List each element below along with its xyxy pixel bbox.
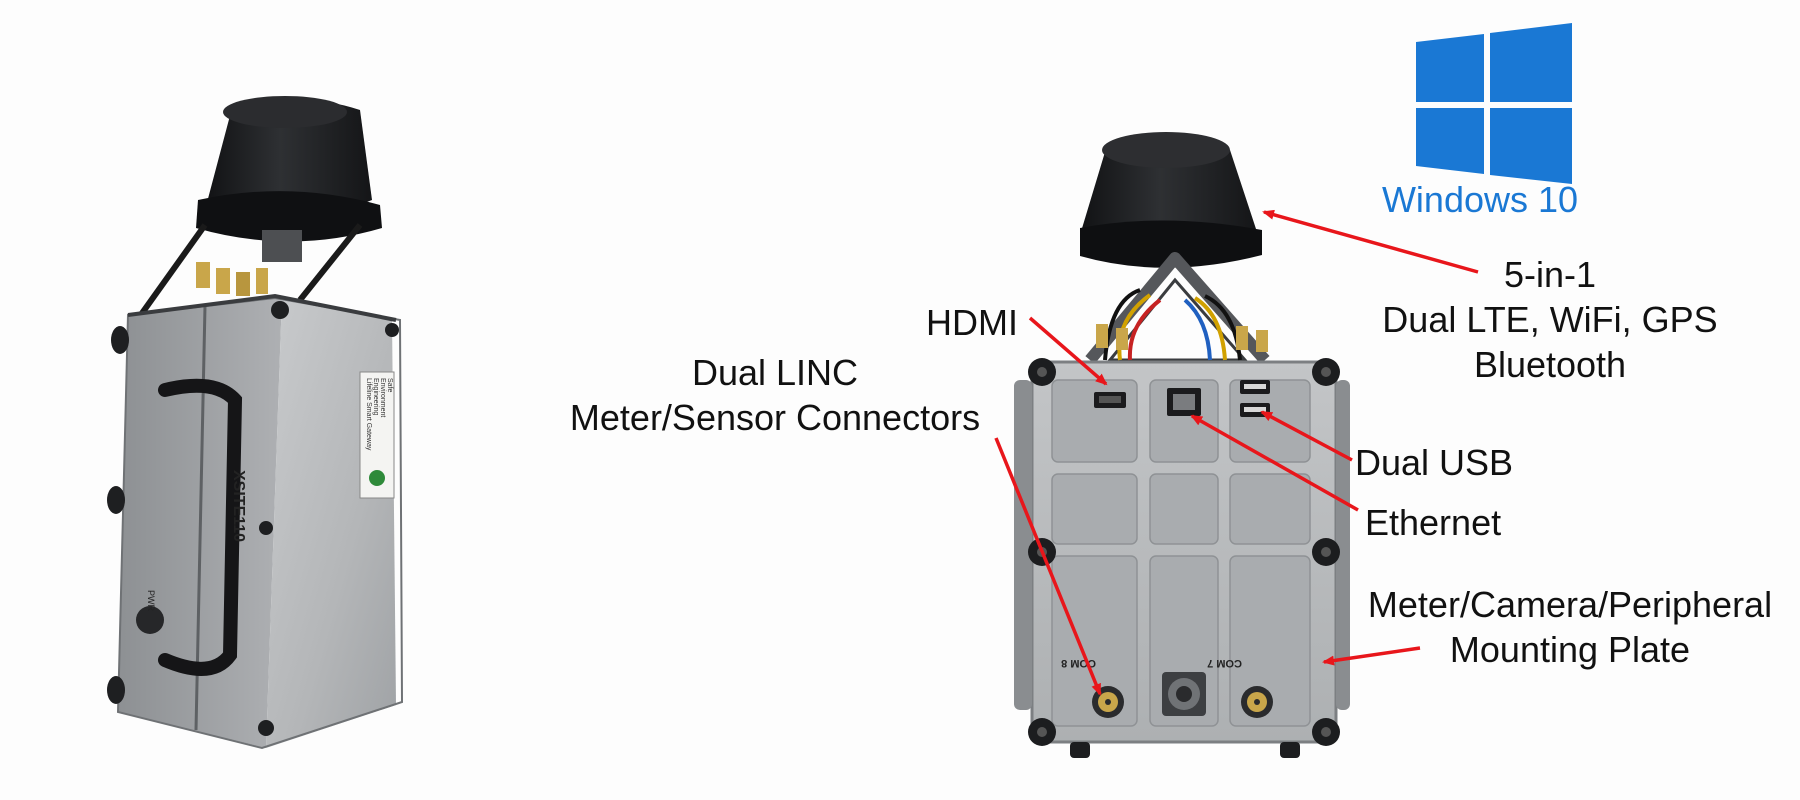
callout-linc-line-2: Meter/Sensor Connectors xyxy=(569,397,981,438)
arrow-linc xyxy=(994,437,1102,696)
sticker-line-1: Safe xyxy=(386,378,393,393)
callout-usb-line-1: Dual USB xyxy=(1355,442,1514,483)
callout-plate: Meter/Camera/Peripheral Mounting Plate xyxy=(1350,582,1790,672)
arrow-usb xyxy=(1260,410,1353,462)
model-label: XSITE110 xyxy=(230,470,247,542)
callout-ethernet-line-1: Ethernet xyxy=(1365,502,1502,543)
callout-plate-line-2: Mounting Plate xyxy=(1449,629,1691,670)
callout-linc-line-1: Dual LINC xyxy=(691,352,859,393)
right-device: COM 8 COM 7 xyxy=(1014,132,1350,758)
pwr-label: PWR xyxy=(146,590,156,611)
callout-linc: Dual LINC Meter/Sensor Connectors xyxy=(560,350,990,440)
callout-antenna-line-2: Dual LTE, WiFi, GPS xyxy=(1382,299,1718,340)
callout-hdmi: HDMI xyxy=(912,300,1032,345)
hdmi-port xyxy=(1094,392,1126,408)
callout-plate-line-1: Meter/Camera/Peripheral xyxy=(1367,584,1773,625)
arrow-ethernet xyxy=(1190,414,1359,512)
callout-antenna-line-1: 5-in-1 xyxy=(1503,254,1597,295)
left-handle xyxy=(158,378,243,676)
windows-logo-icon xyxy=(1416,23,1572,184)
sticker-line-4: Lifeline Smart Gateway xyxy=(365,378,372,451)
sticker-line-3: Engineering xyxy=(372,378,379,415)
callout-hdmi-line-1: HDMI xyxy=(926,302,1018,343)
callout-antenna-line-3: Bluetooth xyxy=(1473,344,1627,385)
ethernet-port xyxy=(1167,388,1201,416)
com-connector-left xyxy=(1092,686,1124,718)
windows-10-label: Windows 10 xyxy=(1381,179,1579,220)
left-device: PWR XSITE110 Safe Environment Engineerin… xyxy=(107,96,404,750)
product-sticker: Safe Environment Engineering Lifeline Sm… xyxy=(359,371,395,499)
right-antenna xyxy=(1080,132,1262,268)
power-button-icon xyxy=(136,606,164,634)
callout-arrows xyxy=(994,209,1479,696)
com-connector-right xyxy=(1241,686,1273,718)
center-connector xyxy=(1162,672,1206,716)
callout-antenna: 5-in-1 Dual LTE, WiFi, GPS Bluetooth xyxy=(1350,252,1750,387)
arrow-antenna xyxy=(1262,209,1479,274)
left-antenna xyxy=(127,96,382,332)
callout-usb: Dual USB xyxy=(1355,440,1535,485)
sticker-line-2: Environment xyxy=(379,378,386,417)
arrow-hdmi xyxy=(1028,316,1108,386)
com-right-label: COM 7 xyxy=(1207,657,1242,669)
callout-ethernet: Ethernet xyxy=(1365,500,1545,545)
arrow-plate xyxy=(1322,646,1421,666)
